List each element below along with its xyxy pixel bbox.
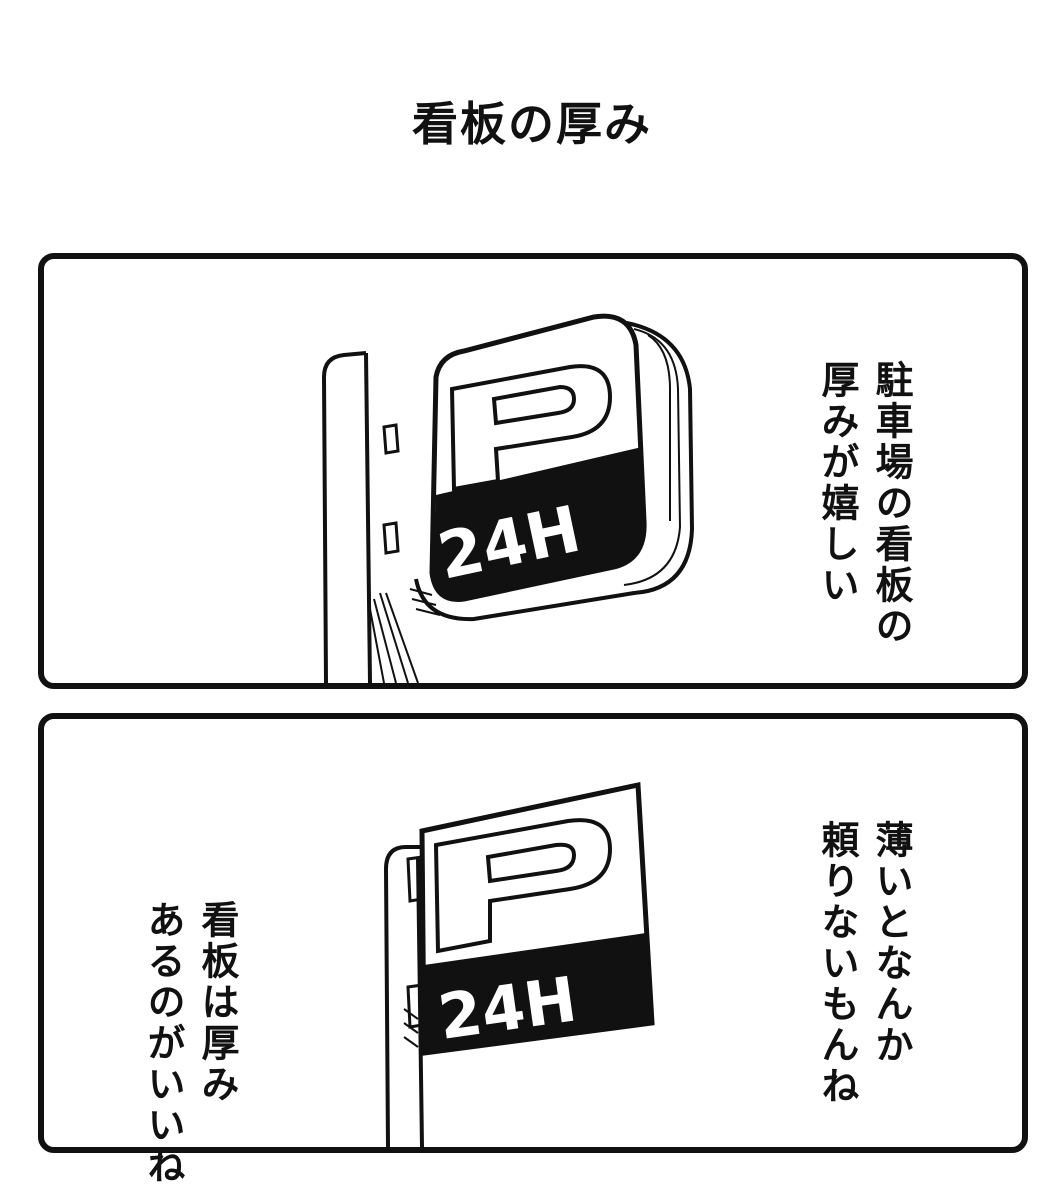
- panel-1-caption: 駐車場の看板の 厚みが嬉しい: [756, 295, 972, 647]
- panel-1-line-2: 厚みが嬉しい: [815, 359, 859, 606]
- thin-parking-sign-illustration: 24H: [383, 781, 655, 1147]
- comic-panel-1: 24H 駐車場の看板の 厚みが嬉しい: [38, 253, 1028, 689]
- panel-2-caption-right: 薄いとなんか 頼りないもんね: [756, 755, 972, 1107]
- comic-panel-2: 24H 薄いとなんか 頼りないもんね 看板は厚み あるのがいいね: [38, 713, 1028, 1187]
- panel-2-right-line-1: 薄いとなんか: [869, 819, 913, 1066]
- panel-2-left-line-1: 看板は厚み: [195, 899, 239, 1105]
- comic-title: 看板の厚み: [412, 97, 652, 151]
- panel-2-right-line-2: 頼りないもんね: [815, 819, 859, 1107]
- panel-2-left-line-2: あるのがいいね: [141, 899, 185, 1187]
- thick-parking-sign-illustration: 24H: [321, 313, 695, 683]
- panel-1-line-1: 駐車場の看板の: [869, 359, 913, 647]
- panel-2-caption-left: 看板は厚み あるのがいいね: [82, 835, 298, 1187]
